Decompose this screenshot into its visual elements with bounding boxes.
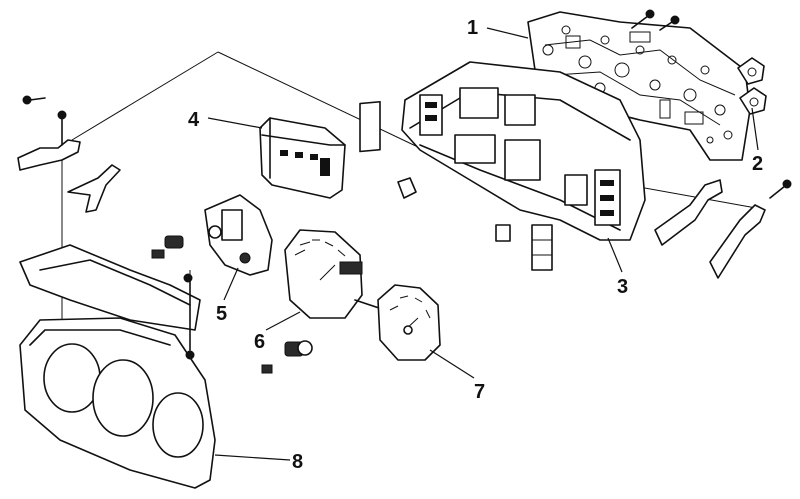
callout-leaders (207, 27, 759, 461)
printed-circuit-board (527, 9, 751, 161)
mounting-brackets-left (17, 95, 121, 213)
callout-labels: 1 2 3 4 5 6 7 8 (188, 17, 763, 473)
callout-2: 2 (752, 153, 763, 175)
callout-5: 5 (216, 303, 227, 325)
callout-7: 7 (474, 381, 485, 403)
bezel-support-frame (19, 244, 201, 331)
callout-3: 3 (617, 276, 628, 298)
electronic-module (259, 117, 346, 199)
bulb-sockets (737, 57, 767, 115)
front-bezel (19, 273, 216, 489)
filter-lens-pieces (359, 100, 553, 271)
speedometer-gauge (261, 229, 396, 374)
callout-8: 8 (292, 451, 303, 473)
cluster-housing (401, 61, 646, 241)
secondary-gauge (377, 284, 441, 361)
callout-6: 6 (254, 331, 265, 353)
fuel-temp-gauge (151, 194, 273, 276)
callout-1: 1 (467, 17, 478, 39)
callout-4: 4 (188, 109, 200, 131)
mounting-brackets-right (654, 179, 792, 279)
